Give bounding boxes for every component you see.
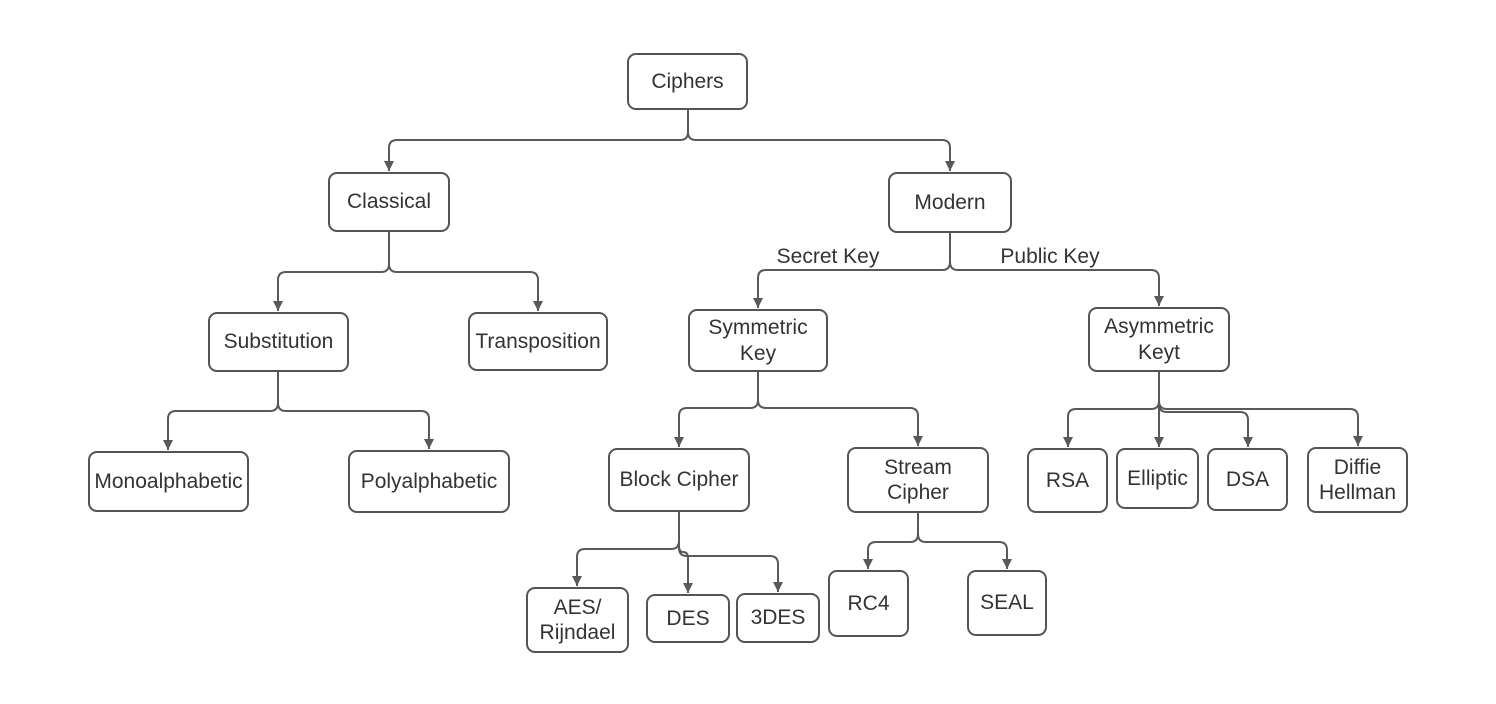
node-modern-label: Modern bbox=[914, 190, 986, 214]
node-asymmetric-key: Asymmetric Keyt bbox=[1088, 307, 1230, 372]
node-dsa-label: DSA bbox=[1225, 467, 1270, 491]
node-ciphers-label: Ciphers bbox=[651, 69, 724, 93]
edge-substitution-to-monoalphabetic bbox=[163, 372, 279, 450]
node-seal: SEAL bbox=[967, 570, 1047, 636]
node-modern: Modern bbox=[888, 172, 1012, 233]
node-diffie-hellman: Diffie Hellman bbox=[1307, 447, 1408, 513]
edge-block-cipher-to-3des bbox=[678, 512, 783, 592]
node-rc4: RC4 bbox=[828, 570, 909, 637]
node-ciphers: Ciphers bbox=[627, 53, 748, 110]
node-dsa: DSA bbox=[1207, 448, 1288, 511]
node-rc4-label: RC4 bbox=[847, 591, 890, 615]
edge-asymmetric-key-to-rsa bbox=[1063, 372, 1160, 447]
node-rsa-label: RSA bbox=[1045, 468, 1090, 492]
node-aes-rijndael: AES/ Rijndael bbox=[526, 587, 629, 653]
node-symmetric-key: Symmetric Key bbox=[688, 309, 828, 372]
edge-label-secret-key: Secret Key bbox=[776, 245, 880, 268]
edge-classical-to-substitution bbox=[273, 232, 390, 311]
node-classical-label: Classical bbox=[346, 190, 432, 214]
node-block-cipher: Block Cipher bbox=[608, 448, 750, 512]
node-des: DES bbox=[646, 594, 730, 643]
edge-classical-to-transposition bbox=[388, 232, 543, 311]
edge-ciphers-to-modern bbox=[687, 110, 955, 171]
node-aes-rijndael-label: AES/ Rijndael bbox=[539, 595, 616, 644]
node-substitution-label: Substitution bbox=[223, 330, 334, 354]
node-symmetric-key-label: Symmetric Key bbox=[708, 316, 808, 365]
node-asymmetric-key-label: Asymmetric Keyt bbox=[1104, 315, 1214, 364]
edge-symmetric-key-to-stream-cipher bbox=[757, 372, 923, 446]
edge-stream-cipher-to-rc4 bbox=[863, 513, 919, 569]
node-classical: Classical bbox=[328, 172, 450, 232]
edge-stream-cipher-to-seal bbox=[917, 513, 1012, 569]
node-stream-cipher: Stream Cipher bbox=[847, 447, 989, 513]
node-rsa: RSA bbox=[1027, 448, 1108, 513]
edge-modern-to-asymmetric-key bbox=[949, 233, 1164, 306]
node-polyalphabetic-label: Polyalphabetic bbox=[360, 469, 498, 493]
node-elliptic: Elliptic bbox=[1116, 448, 1199, 509]
node-block-cipher-label: Block Cipher bbox=[619, 468, 739, 492]
node-monoalphabetic: Monoalphabetic bbox=[88, 451, 249, 512]
edge-block-cipher-to-aes-rijndael bbox=[572, 512, 680, 586]
node-monoalphabetic-label: Monoalphabetic bbox=[94, 469, 243, 493]
edge-label-public-key: Public Key bbox=[1000, 245, 1100, 268]
node-diffie-hellman-label: Diffie Hellman bbox=[1318, 455, 1397, 504]
node-des-label: DES bbox=[666, 606, 710, 630]
node-polyalphabetic: Polyalphabetic bbox=[348, 450, 510, 513]
node-3des: 3DES bbox=[736, 593, 820, 643]
edge-symmetric-key-to-block-cipher bbox=[674, 372, 759, 447]
node-substitution: Substitution bbox=[208, 312, 349, 372]
edge-asymmetric-key-to-dsa bbox=[1158, 372, 1253, 447]
node-stream-cipher-label: Stream Cipher bbox=[884, 455, 952, 504]
edge-ciphers-to-classical bbox=[384, 110, 689, 171]
node-transposition-label: Transposition bbox=[475, 329, 601, 353]
edge-asymmetric-key-to-diffie-hellman bbox=[1158, 372, 1363, 446]
node-seal-label: SEAL bbox=[980, 591, 1034, 615]
node-elliptic-label: Elliptic bbox=[1127, 466, 1188, 490]
node-3des-label: 3DES bbox=[750, 606, 806, 630]
edge-substitution-to-polyalphabetic bbox=[277, 372, 434, 449]
node-transposition: Transposition bbox=[468, 312, 608, 371]
